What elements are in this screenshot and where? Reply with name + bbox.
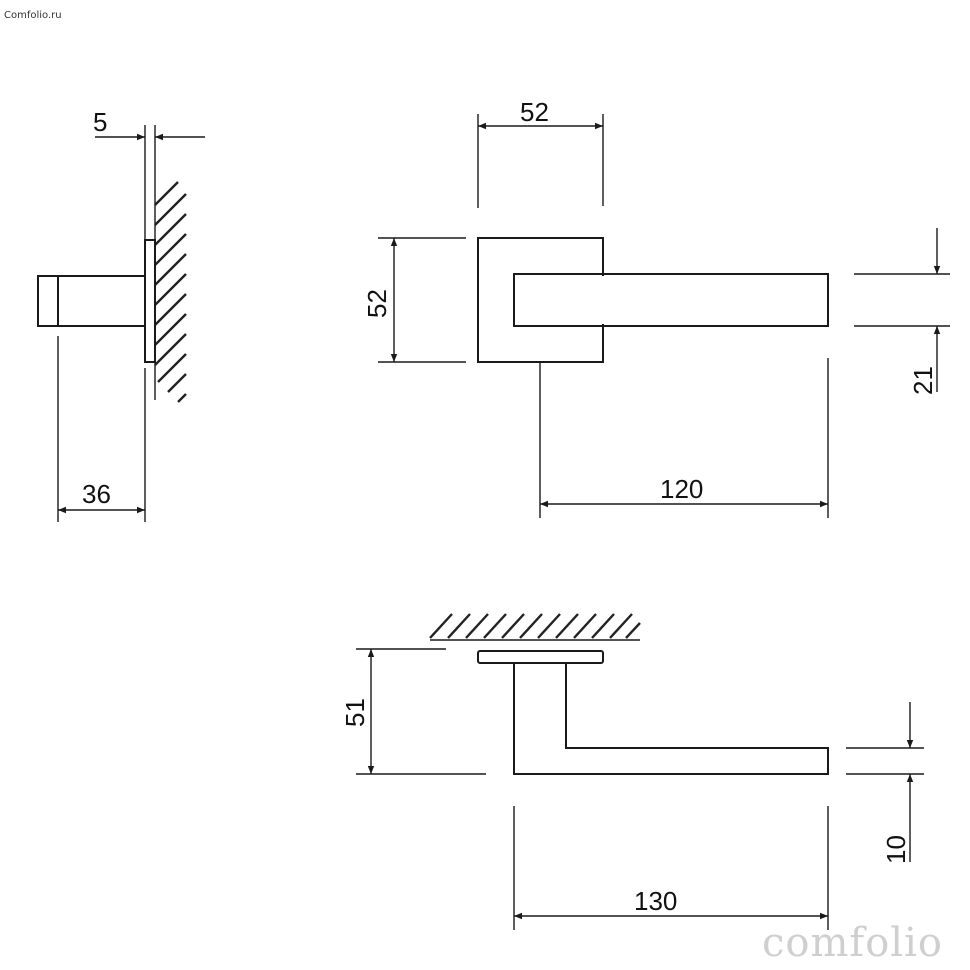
dim-lever-width-label: 21 — [908, 366, 938, 395]
front-rose — [477, 237, 604, 363]
front-view: 52 52 21 120 — [362, 97, 950, 518]
dim-lever-length-label: 120 — [660, 474, 703, 504]
dim-thickness-label: 5 — [93, 107, 107, 137]
watermark-small: Comfolio.ru — [4, 10, 62, 21]
dim-lever-thickness-label: 10 — [881, 835, 911, 864]
dim-overall-length-label: 130 — [634, 886, 677, 916]
dim-rose-height-label: 52 — [362, 289, 392, 318]
watermark-logo: comfolio — [762, 920, 943, 966]
side-lever-body — [37, 275, 146, 327]
dim-projection-label: 51 — [340, 698, 370, 727]
side-rose-plate — [144, 239, 156, 363]
top-rose-plate — [477, 650, 604, 664]
front-lever — [513, 273, 829, 327]
dim-depth-label: 36 — [82, 479, 111, 509]
wall-hatch — [154, 181, 187, 403]
top-lever — [513, 663, 829, 775]
top-wall-hatch — [429, 613, 641, 639]
side-view: 5 36 — [37, 107, 205, 522]
dim-rose-width-label: 52 — [520, 97, 549, 127]
top-view: 51 10 130 — [340, 613, 924, 930]
